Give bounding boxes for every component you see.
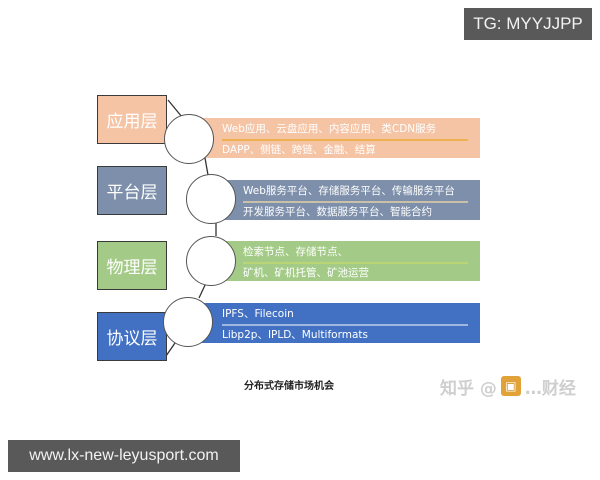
layer-label-platform: 平台层 (97, 166, 167, 215)
band-divider (222, 324, 468, 326)
zhihu-watermark: 知乎 @ ▣ …财经 (440, 372, 576, 400)
layer-label-physical: 物理层 (97, 241, 167, 290)
layer-node-circle (186, 236, 236, 286)
layer-band-protocol: IPFS、Filecoin Libp2p、IPLD、Multiformats (200, 303, 480, 343)
band-line: 矿机、矿机托管、矿池运营 (243, 266, 369, 279)
website-url-badge[interactable]: www.lx-new-leyusport.com (8, 440, 240, 472)
band-line: DAPP、侧链、跨链、金融、结算 (222, 143, 376, 156)
band-line: Libp2p、IPLD、Multiformats (222, 328, 368, 341)
tg-contact-badge: TG: MYYJJPP (464, 8, 592, 40)
layer-band-platform: Web服务平台、存储服务平台、传输服务平台 开发服务平台、数据服务平台、智能合约 (225, 180, 480, 220)
band-line: Web应用、云盘应用、内容应用、类CDN服务 (222, 123, 437, 135)
layer-label-protocol: 协议层 (97, 312, 167, 361)
layer-label-text: 协议层 (106, 329, 158, 349)
diagram-caption: 分布式存储市场机会 (244, 381, 334, 392)
layer-node-circle (163, 297, 213, 347)
layer-label-text: 应用层 (106, 112, 158, 132)
layer-band-physical: 检索节点、存储节点、 矿机、矿机托管、矿池运营 (225, 241, 480, 281)
watermark-suffix: …财经 (524, 378, 576, 399)
layer-band-application: Web应用、云盘应用、内容应用、类CDN服务 DAPP、侧链、跨链、金融、结算 (200, 118, 480, 158)
wallet-icon: ▣ (500, 376, 521, 396)
band-line: 开发服务平台、数据服务平台、智能合约 (243, 205, 432, 218)
layer-node-circle (164, 114, 214, 164)
band-divider (243, 262, 468, 264)
layer-label-text: 物理层 (106, 258, 158, 278)
watermark-prefix: 知乎 @ (440, 378, 497, 399)
band-line: 检索节点、存储节点、 (243, 246, 348, 258)
band-line: Web服务平台、存储服务平台、传输服务平台 (243, 185, 455, 197)
band-divider (243, 201, 468, 203)
band-line: IPFS、Filecoin (222, 308, 294, 320)
layer-label-application: 应用层 (97, 95, 167, 144)
layer-node-circle (186, 174, 236, 224)
band-divider (222, 139, 468, 141)
layer-label-text: 平台层 (106, 183, 158, 203)
